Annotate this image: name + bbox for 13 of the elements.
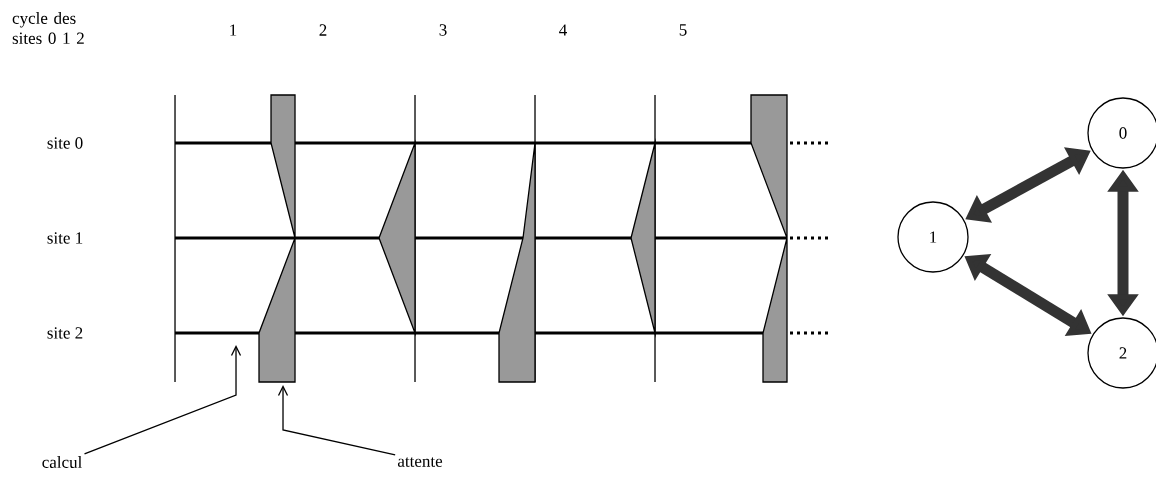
- cycle-number: 1: [230, 24, 237, 36]
- cycle-number: 2: [319, 24, 327, 36]
- leader-line: [83, 345, 242, 455]
- leader-line: [277, 385, 396, 456]
- callout-label: calcul: [42, 456, 82, 468]
- cycle-number: 4: [559, 24, 567, 36]
- cycle-number: 3: [439, 24, 447, 36]
- site-label: site 2: [47, 327, 83, 339]
- axis-title: cycle des sites 0 1 2: [12, 12, 84, 44]
- site-label: site 0: [47, 137, 83, 149]
- cycle-number: 5: [679, 24, 687, 36]
- callout-label: attente: [397, 457, 443, 467]
- site-label: site 1: [47, 232, 83, 244]
